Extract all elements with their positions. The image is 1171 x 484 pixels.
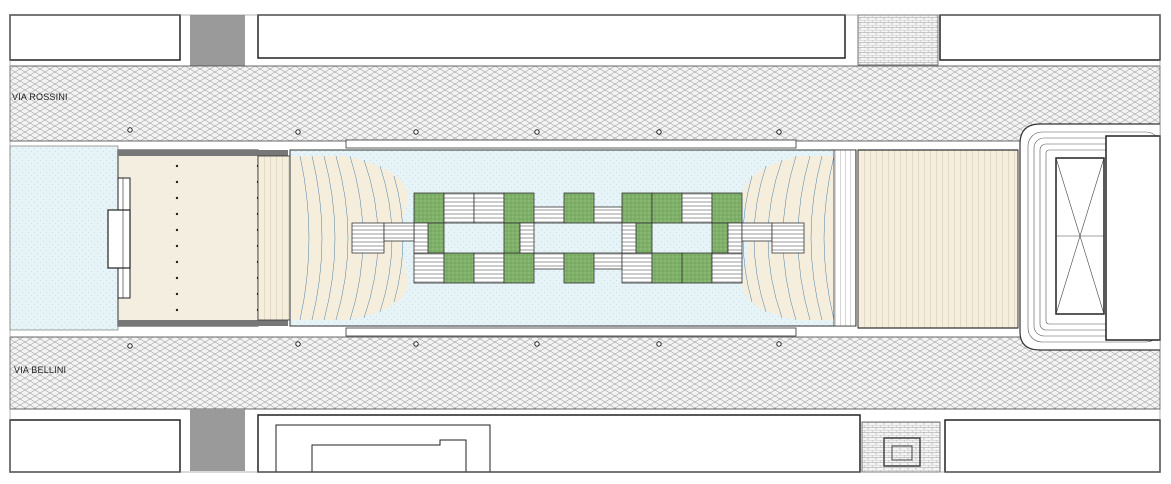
south-side-road [190,409,245,471]
north-blocks [9,14,1161,61]
west-stair [257,155,291,321]
via-bellini-label: VIA BELLINI [14,365,66,375]
street-lamps [127,127,782,349]
west-slope [292,156,409,320]
plaza-deck [117,149,259,327]
south-court-core [883,437,921,467]
via-rossini-paving [9,65,1161,142]
north-brick-court [857,14,939,66]
via-rossini-label: VIA ROSSINI [12,92,68,102]
east-deck [857,149,1019,329]
via-bellini-paving [9,336,1161,410]
east-stair [833,149,857,327]
west-pavilion [107,177,131,299]
canal-water-west [9,145,119,331]
planter-modules [351,192,805,284]
east-building-block [1105,135,1161,341]
south-blocks [9,414,1161,473]
south-brick-court [861,421,941,473]
north-side-road [190,15,245,67]
plan-frame [9,14,1161,473]
